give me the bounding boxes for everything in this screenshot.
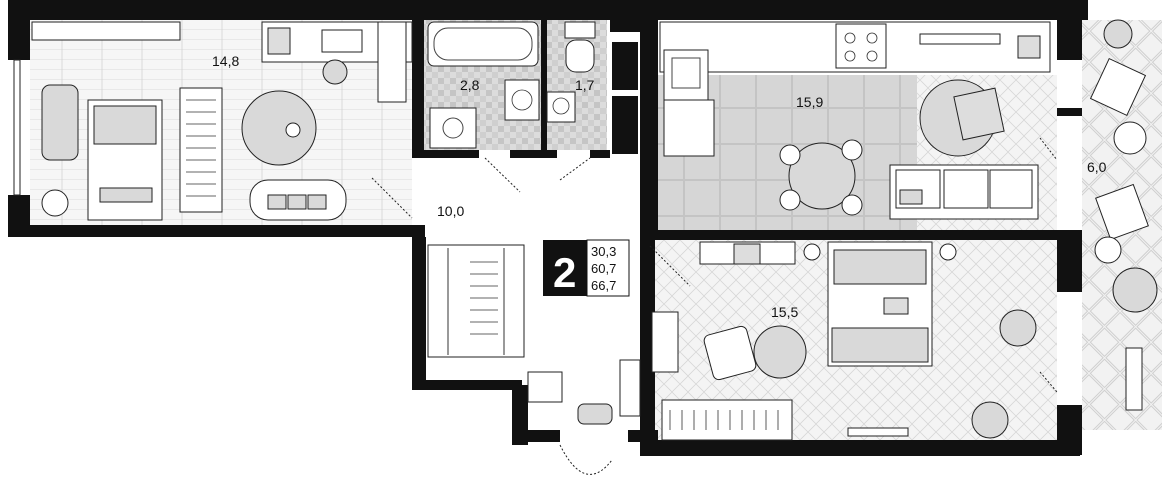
armchair: [703, 325, 757, 381]
balcony-table: [1113, 121, 1147, 155]
rooms-count: 2: [553, 249, 576, 296]
bed-right: [827, 241, 933, 367]
bedroom-right-furniture: [649, 241, 1058, 441]
wardrobe-top: [31, 21, 181, 41]
sofa-kitchen: [889, 164, 1039, 220]
rug-left: [41, 84, 79, 161]
clothes-rack-left: [179, 87, 223, 213]
plant-floor: [971, 401, 1009, 439]
area-total-with-balcony: 66,7: [591, 278, 616, 293]
bathroom-fixtures: [427, 21, 596, 193]
area-hallway: 10,0: [437, 203, 464, 219]
bed-left: [87, 99, 163, 221]
round-rug-bedroom: [753, 325, 807, 379]
dining-table: [779, 139, 863, 216]
balcony-chair-mid: [1095, 183, 1149, 241]
area-toilet: 1,7: [575, 77, 595, 93]
balcony-rack: [1125, 347, 1143, 411]
area-kitchen: 15,9: [796, 94, 823, 110]
bedside-lamp-right: [939, 243, 957, 261]
area-living: 30,3: [591, 244, 616, 259]
fridge: [663, 99, 715, 157]
balcony-plant-top: [1103, 19, 1133, 49]
unit-badge: 2 30,3 60,7 66,7: [543, 239, 630, 297]
toilet-tank: [564, 21, 596, 39]
area-bedroom-right: 15,5: [771, 304, 798, 320]
balcony-fan: [1094, 236, 1122, 264]
shoe-rack: [527, 371, 563, 403]
walls: [8, 0, 1088, 456]
balcony-chair-top: [1089, 57, 1147, 117]
hallway-mat: [577, 403, 613, 425]
bedroom-left-furniture: [13, 21, 413, 221]
hallway-wardrobe: [427, 244, 525, 358]
sink-bath: [504, 79, 540, 121]
area-balcony: 6,0: [1087, 159, 1107, 175]
office-chair: [322, 59, 348, 85]
balcony-plant: [1112, 267, 1158, 313]
round-rug: [241, 90, 317, 166]
sofa-left: [249, 179, 347, 221]
coat-rack: [619, 359, 641, 417]
toilet-bowl: [565, 39, 595, 73]
area-bedroom-left: 14,8: [212, 53, 239, 69]
fan: [41, 189, 69, 217]
area-bathroom: 2,8: [460, 77, 480, 93]
kitchen-furniture: [659, 21, 1058, 220]
stove: [835, 23, 887, 69]
bookshelf: [377, 21, 407, 103]
bedside-lamp-left: [803, 243, 821, 261]
wardrobe-bottom: [661, 399, 793, 441]
area-total: 60,7: [591, 261, 616, 276]
plant-bedroom: [999, 309, 1037, 347]
hallway-furniture: [427, 244, 641, 475]
sink-toilet: [546, 91, 576, 123]
balcony-furniture: [1089, 19, 1158, 411]
rooms-count-box: [543, 240, 587, 296]
dresser: [651, 311, 679, 373]
